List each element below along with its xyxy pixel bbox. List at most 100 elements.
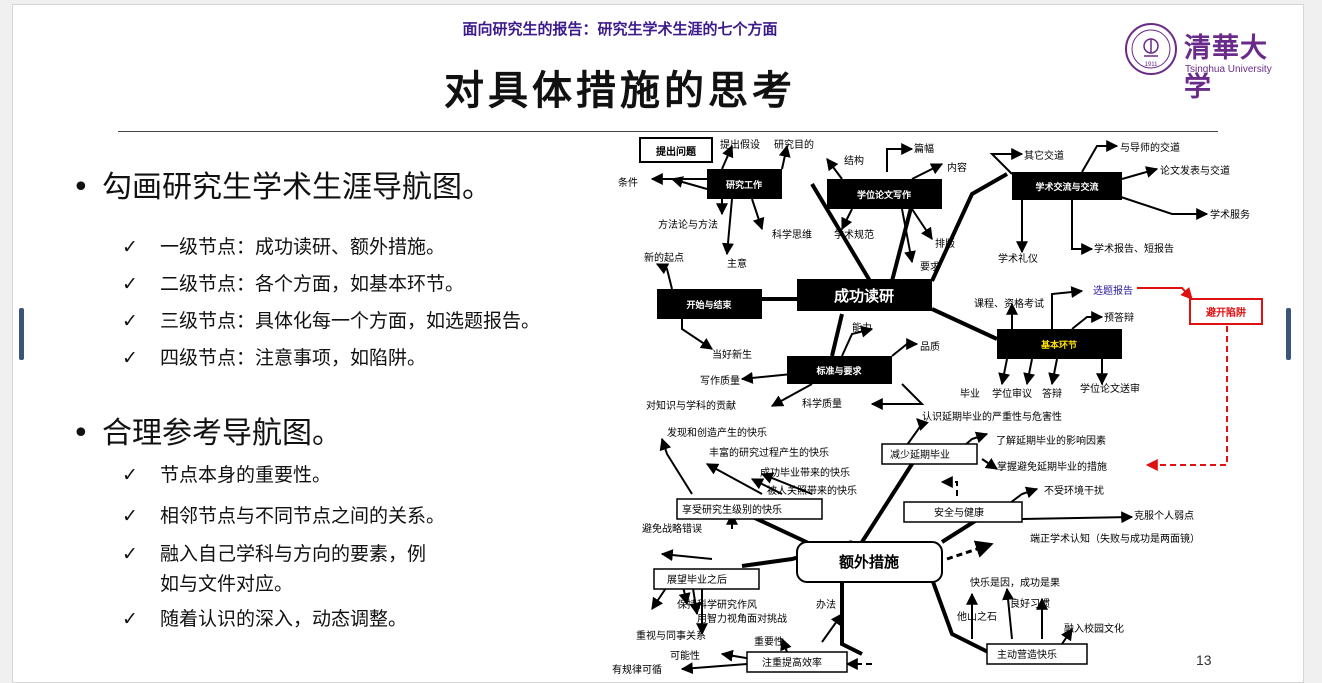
map-label: 主意	[727, 257, 747, 270]
map-label: 对知识与学科的贡献	[646, 399, 736, 412]
node-basic	[997, 329, 1122, 359]
map-label: 他山之石	[957, 610, 997, 623]
bullet-dot: •	[72, 170, 90, 205]
map-label: 融入校园文化	[1064, 622, 1124, 635]
node-research	[707, 169, 782, 199]
node-trap	[1189, 298, 1263, 325]
map-label: 学术服务	[1210, 208, 1250, 221]
map-label: 避免战略错误	[642, 522, 702, 535]
map-label: 了解延期毕业的影响因素	[996, 434, 1106, 447]
career-navigation-map: 成功读研 额外措施 研究工作 学位论文写作 学术交流与交流 开始与结束 标准与要…	[612, 137, 1263, 676]
node-label: 研究工作	[726, 179, 762, 191]
node-thesis	[827, 179, 942, 209]
check-icon: ✓	[122, 543, 138, 565]
sub-item: ✓相邻节点与不同节点之间的关系。	[122, 501, 445, 531]
node-label: 学术交流与交流	[1035, 181, 1098, 193]
map-label: 其它交道	[1024, 149, 1064, 162]
map-label: 学术报告、短报告	[1094, 242, 1174, 255]
map-label: 课程、资格考试	[974, 297, 1044, 310]
university-name-cn: 清華大学	[1184, 33, 1268, 103]
map-label: 新的起点	[644, 251, 684, 264]
map-label: 选题报告	[1093, 284, 1133, 297]
node-exchange	[1012, 172, 1122, 200]
node-label: 避开陷阱	[1205, 306, 1246, 319]
bullet-dot: •	[72, 416, 90, 451]
university-name-en: Tsinghua University	[1185, 64, 1272, 75]
sub-item: ✓融入自己学科与方向的要素，例如与文件对应。	[122, 539, 426, 599]
check-icon: ✓	[122, 464, 138, 486]
map-label: 结构	[844, 154, 864, 167]
map-label: 掌握避免延期毕业的措施	[997, 460, 1107, 473]
section-1-title: 勾画研究生学术生涯导航图。	[102, 170, 492, 205]
university-seal-icon: 1911	[1125, 23, 1177, 75]
map-label: 展望毕业之后	[667, 573, 727, 586]
map-label: 与导师的交道	[1120, 141, 1180, 154]
map-label: 条件	[618, 176, 638, 189]
map-label: 科学思维	[772, 228, 812, 241]
map-label: 成功毕业带来的快乐	[760, 466, 850, 479]
map-label: 用智力视角面对挑战	[697, 612, 787, 625]
map-node-boxes	[639, 137, 1263, 673]
map-label: 重视与同事关系	[636, 629, 706, 642]
section-2-title: 合理参考导航图。	[102, 416, 342, 451]
map-label: 排版	[935, 237, 955, 250]
slide-subtitle: 面向研究生的报告：研究生学术生涯的七个方面	[462, 20, 778, 38]
map-label: 学术规范	[834, 228, 874, 241]
map-label: 学位论文送审	[1080, 382, 1140, 395]
node-label: 提出问题	[656, 145, 697, 158]
slide-nav-handle-right[interactable]	[1286, 308, 1291, 360]
map-label: 能力	[852, 321, 872, 334]
map-label: 品质	[920, 341, 940, 353]
map-label: 保持科学研究作风	[677, 598, 757, 611]
map-label: 认识延期毕业的严重性与危害性	[922, 410, 1062, 423]
node-extra	[796, 541, 943, 583]
map-label: 注重提高效率	[762, 656, 822, 669]
map-label: 学位审议	[992, 387, 1032, 400]
seal-year: 1911	[1145, 62, 1159, 68]
map-label: 毕业	[960, 387, 980, 400]
node-success	[797, 279, 932, 311]
node-label: 额外措施	[839, 553, 899, 571]
map-label: 提出假设	[720, 138, 760, 151]
check-icon: ✓	[122, 310, 138, 332]
check-icon: ✓	[122, 236, 138, 258]
map-label: 答辩	[1042, 387, 1062, 400]
sub-item: ✓三级节点：具体化每一个方面，如选题报告。	[122, 306, 540, 336]
page-number: 13	[1196, 652, 1212, 668]
map-label: 丰富的研究过程产生的快乐	[709, 446, 829, 459]
map-label: 写作质量	[700, 375, 740, 387]
map-label: 被人关照带来的快乐	[767, 484, 857, 497]
map-label: 快乐是因，成功是果	[970, 577, 1060, 589]
node-label: 基本环节	[1040, 339, 1077, 351]
map-label: 论文发表与交道	[1160, 164, 1230, 177]
node-tiwen	[639, 137, 713, 163]
university-logo: 1911 清華大学 Tsinghua University	[1124, 22, 1284, 103]
map-label: 要求	[920, 261, 940, 273]
map-label: 方法论与方法	[658, 218, 718, 231]
check-icon: ✓	[122, 505, 138, 527]
check-icon: ✓	[122, 347, 138, 369]
slide-nav-handle-left[interactable]	[19, 308, 24, 360]
title-divider	[118, 131, 1218, 132]
sub-item: ✓随着认识的深入，动态调整。	[122, 604, 407, 634]
map-label: 科学质量	[802, 397, 842, 410]
check-icon: ✓	[122, 608, 138, 630]
map-label: 安全与健康	[934, 506, 984, 519]
sub-item: ✓四级节点：注意事项，如陷阱。	[122, 343, 426, 373]
node-startend	[657, 289, 762, 319]
map-label: 减少延期毕业	[890, 448, 950, 461]
map-label: 良好习惯	[1010, 597, 1050, 610]
map-label: 不受环境干扰	[1044, 484, 1104, 497]
map-label: 办法	[816, 598, 836, 611]
map-label: 预答辩	[1104, 311, 1134, 324]
sub-item: ✓一级节点：成功读研、额外措施。	[122, 232, 445, 262]
node-label: 学位论文写作	[857, 189, 911, 201]
map-label: 主动营造快乐	[997, 648, 1057, 661]
slide-title: 对具体措施的思考	[444, 67, 796, 114]
sub-item: ✓节点本身的重要性。	[122, 460, 331, 490]
map-label: 重要性	[754, 635, 784, 648]
node-label: 成功读研	[834, 287, 894, 305]
node-standard	[787, 356, 892, 384]
bullet-section-2: • 合理参考导航图。	[72, 408, 342, 452]
map-label: 发现和创造产生的快乐	[667, 426, 767, 439]
